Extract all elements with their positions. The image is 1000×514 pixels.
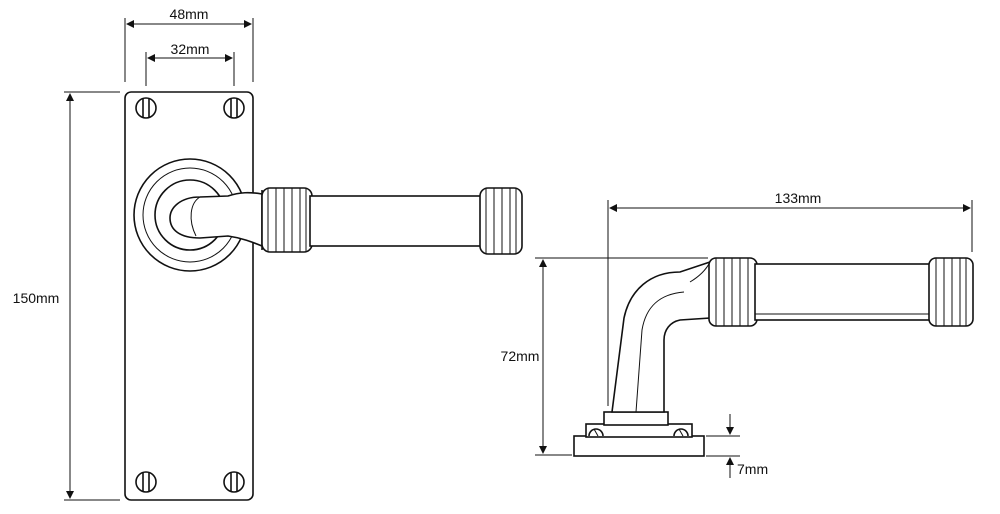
side-view: 133mm 72mm 7mm — [501, 190, 974, 478]
plate-height-label: 150mm — [13, 290, 60, 306]
screw-bottom-left — [135, 471, 157, 493]
fixing-centres-label: 32mm — [171, 41, 210, 57]
projection-label: 72mm — [501, 348, 540, 364]
side-neck — [611, 260, 711, 413]
screw-bottom-right — [223, 471, 245, 493]
front-view: 48mm 32mm 150mm — [13, 6, 523, 501]
lever-bar — [261, 187, 523, 255]
screw-top-left — [135, 97, 157, 119]
screw-top-right — [223, 97, 245, 119]
lever-length-label: 133mm — [775, 190, 822, 206]
plate-width-label: 48mm — [170, 6, 209, 22]
dimension-lever-length: 133mm — [607, 190, 973, 406]
dimension-projection: 72mm — [501, 257, 708, 456]
dimension-plate-height: 150mm — [13, 91, 120, 501]
backplate — [124, 91, 254, 501]
side-lever — [708, 257, 974, 327]
dimension-fixing-centres: 32mm — [145, 41, 235, 86]
dimension-rose-thickness: 7mm — [706, 414, 768, 478]
side-rose — [573, 411, 705, 457]
rose-thickness-label: 7mm — [737, 461, 768, 477]
dimension-plate-width: 48mm — [124, 6, 254, 82]
